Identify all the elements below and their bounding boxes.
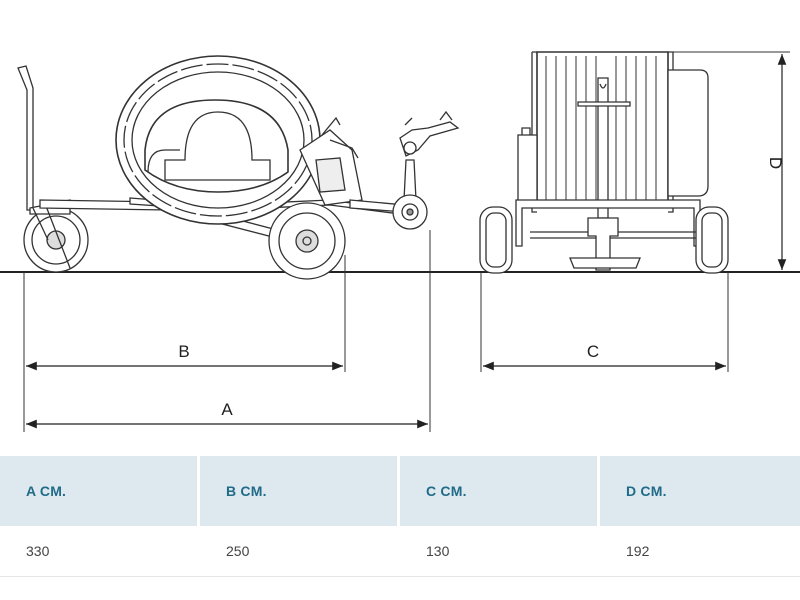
dimension-a-label: A: [221, 400, 233, 419]
side-tank: [667, 69, 709, 197]
drum-ribs: [545, 56, 657, 204]
dimension-b: B: [25, 342, 343, 371]
value-c: 130: [400, 526, 600, 577]
dimension-d-label: D: [766, 157, 785, 169]
tow-handle: [17, 65, 34, 211]
side-view: [17, 55, 460, 280]
reel-dimensions-drawing: B A C D: [0, 51, 800, 432]
dimension-c-label: C: [587, 342, 599, 361]
support-foot: [587, 217, 619, 271]
column-header-a: A CM.: [0, 456, 200, 526]
rear-view: [479, 51, 729, 274]
sprinkler-riser: [403, 159, 417, 201]
drum: [115, 55, 321, 225]
table-row: 330 250 130 192: [0, 526, 800, 577]
dimension-a: A: [25, 400, 428, 429]
value-b: 250: [200, 526, 400, 577]
dimension-d: D: [766, 53, 787, 270]
dimension-c: C: [483, 342, 726, 371]
column-header-b: B CM.: [200, 456, 400, 526]
rear-view-right-wheel: [695, 206, 729, 274]
column-header-d: D CM.: [600, 456, 800, 526]
value-d: 192: [600, 526, 800, 577]
rear-view-left-wheel: [479, 206, 513, 274]
dimension-b-label: B: [178, 342, 189, 361]
column-header-c: C CM.: [400, 456, 600, 526]
dimensions-table: A CM. B CM. C CM. D CM. 330 250 130 192: [0, 456, 800, 577]
table-header-row: A CM. B CM. C CM. D CM.: [0, 456, 800, 526]
value-a: 330: [0, 526, 200, 577]
